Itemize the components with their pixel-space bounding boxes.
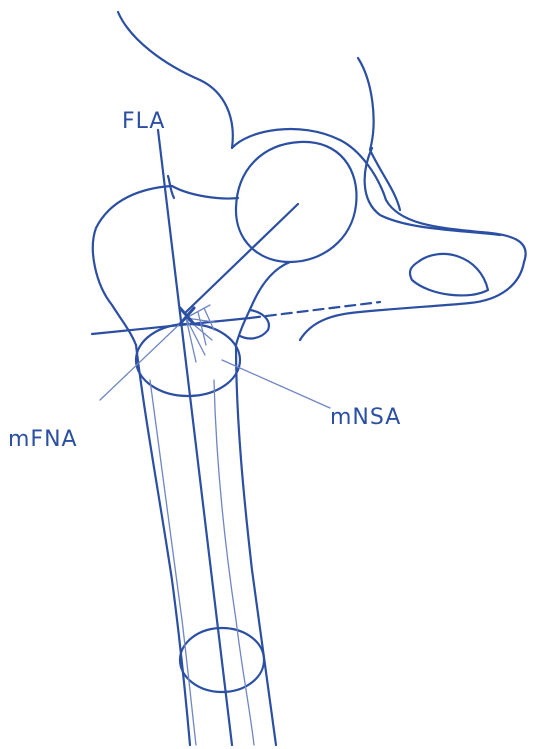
horizontal-reference-dashed [250,302,380,318]
femoral-head [236,142,357,262]
femoral-neck-bottom [236,262,290,345]
pelvis-inner-line [365,148,500,235]
neck-axis-line [186,204,298,312]
femoral-neck-top [172,186,238,199]
label-mnsa: mNSA [330,405,401,430]
label-mfna: mFNA [8,427,78,452]
femoral-long-axis [158,130,232,745]
shaft-lateral-cortex [136,345,190,745]
mfna-leader-line [100,318,186,400]
pelvis-outline [118,12,526,340]
label-fla: FLA [122,109,165,134]
shaft-medial-cortex [236,345,276,745]
greater-trochanter [93,186,172,345]
obturator-foramen [410,254,488,296]
shaft-inner-line-lateral [150,380,196,745]
